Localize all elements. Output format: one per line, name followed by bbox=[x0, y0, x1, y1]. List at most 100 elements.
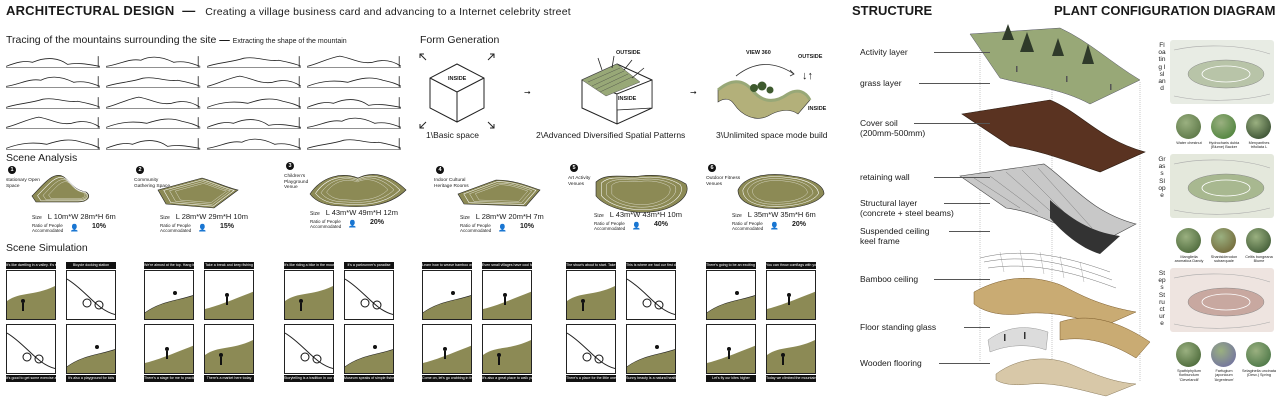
leader-line bbox=[914, 123, 990, 124]
size-value: L 35m*W 35m*H 6m bbox=[747, 210, 816, 219]
form-caption-1: 1\Basic space bbox=[426, 130, 479, 140]
scene-sketch bbox=[627, 278, 675, 315]
mountain-profile bbox=[106, 111, 201, 129]
plant-species-photo bbox=[1246, 228, 1271, 253]
mountain-profile-line bbox=[6, 76, 101, 89]
plant-species-photo bbox=[1211, 114, 1236, 139]
scene-simulation-panel bbox=[482, 270, 532, 320]
scene-analysis-title: Scene Analysis bbox=[6, 152, 78, 164]
form-advanced-pattern: OUTSIDE INSIDE bbox=[562, 50, 672, 126]
scene-sketch bbox=[483, 291, 531, 319]
plant-species-name: Water chestnut bbox=[1176, 141, 1202, 145]
form3-view-label: VIEW 360 bbox=[746, 50, 771, 56]
scene-sketch bbox=[423, 291, 471, 319]
plant-species-photo bbox=[1246, 114, 1271, 139]
ratio-percentage: 10% bbox=[92, 223, 107, 230]
layer-detail: keel frame bbox=[860, 236, 900, 246]
scene-number-badge: 4 bbox=[436, 166, 444, 174]
scene-sketch bbox=[707, 291, 755, 319]
scene-simulation-panel bbox=[6, 324, 56, 374]
scene-caption: Even small villages have cool famous ite… bbox=[482, 262, 532, 269]
mountain-profile bbox=[6, 132, 101, 150]
mountain-profile bbox=[306, 91, 401, 109]
scene-caption: Take a break and keep fishing bbox=[204, 262, 254, 269]
scene-sketch bbox=[67, 345, 115, 373]
scene-caption: It's like riding a bike in the mountains bbox=[284, 262, 334, 269]
scene-simulation-title: Scene Simulation bbox=[6, 242, 88, 254]
arrow-icon: ➞ bbox=[524, 88, 531, 97]
scene-terrain-drawing bbox=[737, 174, 825, 209]
scene-caption: It's like dwelling in a valley. It's so … bbox=[6, 262, 56, 269]
plant-species-photo bbox=[1211, 228, 1236, 253]
structure-layer-label: Bamboo ceiling bbox=[860, 274, 918, 284]
scene-name: Community Gathering Space bbox=[134, 178, 171, 189]
plant-species-name: Spathiphyllum floribundum 'Clevelandii' bbox=[1177, 369, 1201, 382]
scene-sketch bbox=[423, 345, 471, 373]
scene-simulation-panel bbox=[204, 270, 254, 320]
layer-name: Suspended ceiling bbox=[860, 226, 930, 236]
scene-simulation-panel bbox=[566, 270, 616, 320]
ratio-percentage: 20% bbox=[370, 219, 385, 226]
mountain-profile bbox=[306, 50, 401, 68]
plant-species-name: Celtis bungeana Blume bbox=[1245, 255, 1273, 264]
people-icon: 👤 bbox=[348, 221, 357, 228]
scene-terrain-drawing bbox=[457, 179, 541, 207]
scene-simulation-panel bbox=[344, 270, 394, 320]
scene-name: Indoor Cultural Heritage Rooms bbox=[434, 178, 469, 189]
size-key: Size bbox=[594, 213, 604, 219]
mountain-profile-line bbox=[6, 56, 101, 68]
structure-layer-label: grass layer bbox=[860, 78, 902, 88]
mountain-profile-line bbox=[206, 97, 301, 109]
leader-line bbox=[934, 52, 990, 53]
mountain-profile bbox=[206, 91, 301, 109]
mountain-profile bbox=[306, 70, 401, 89]
scene-sketch bbox=[767, 339, 815, 373]
mountain-profile bbox=[6, 70, 101, 89]
scene-simulation-panel bbox=[422, 270, 472, 320]
scene-sketch bbox=[7, 285, 55, 319]
leader-line bbox=[944, 203, 990, 204]
scene-sketch bbox=[567, 332, 615, 369]
scene-caption: It's also a playground for kids bbox=[66, 375, 116, 382]
mountain-profile bbox=[206, 111, 301, 129]
mountain-profile-line bbox=[206, 56, 301, 68]
scene-simulation-panel bbox=[706, 270, 756, 320]
arrow-icon: ➞ bbox=[690, 88, 697, 97]
leader-line bbox=[934, 177, 990, 178]
layer-name: retaining wall bbox=[860, 172, 910, 182]
ratio-key: Ratio of People Accommodated bbox=[160, 223, 192, 233]
ratio-percentage: 40% bbox=[654, 221, 669, 228]
scene-name: Outdoor Fitness Venues bbox=[706, 176, 741, 187]
layer-name: Floor standing glass bbox=[860, 322, 937, 332]
advanced-pattern-diagram bbox=[581, 55, 653, 125]
mountain-profile bbox=[6, 50, 101, 68]
scene-sketch bbox=[145, 291, 193, 319]
mountain-profile-line bbox=[6, 117, 101, 129]
scene-caption: Let's fly our kites higher bbox=[706, 375, 756, 382]
leader-line bbox=[949, 231, 990, 232]
mountain-profile-line bbox=[6, 97, 101, 109]
mountain-profile bbox=[106, 50, 201, 68]
scene-simulation-panel bbox=[66, 270, 116, 320]
plant-species-photo bbox=[1176, 228, 1201, 253]
scene-terrain-drawing bbox=[31, 175, 90, 203]
scene-sketch bbox=[205, 339, 253, 373]
scene-caption: Storytelling is a tradition in our villa… bbox=[284, 375, 334, 382]
scene-simulation-panel bbox=[766, 324, 816, 374]
scene-sketch bbox=[567, 285, 615, 319]
size-value: L 10m*W 28m*H 6m bbox=[47, 212, 116, 221]
tracing-heading: Tracing of the mountains surrounding the… bbox=[6, 34, 347, 46]
scene-number-badge: 1 bbox=[8, 166, 16, 174]
leader-line bbox=[934, 279, 990, 280]
plant-zone-illustration bbox=[1170, 40, 1274, 104]
scene-sketch bbox=[345, 278, 393, 315]
scene-simulation-panel bbox=[284, 270, 334, 320]
size-key: Size bbox=[32, 215, 42, 221]
scene-simulation-panel bbox=[422, 324, 472, 374]
people-icon: 👤 bbox=[632, 223, 641, 230]
scene-terrain-drawing bbox=[157, 177, 239, 209]
size-value: L 28m*W 20m*H 7m bbox=[475, 212, 544, 221]
